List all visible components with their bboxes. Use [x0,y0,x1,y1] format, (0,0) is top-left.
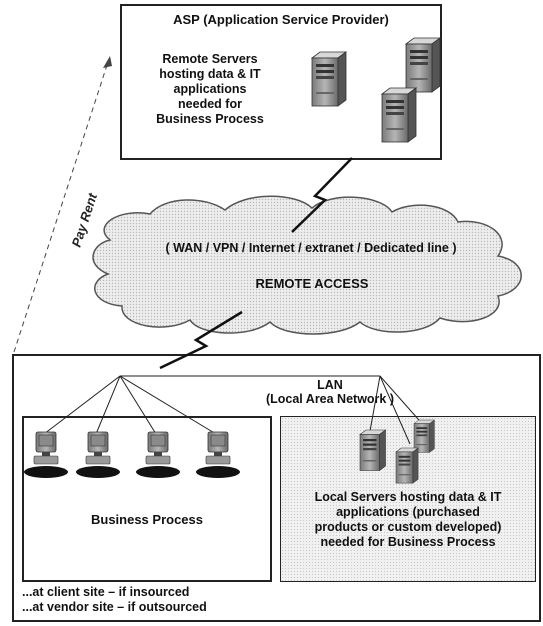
lan-subtitle: (Local Area Network ) [265,392,395,406]
local-servers-description: Local Servers hosting data & IT applicat… [314,490,502,549]
local-server-icon [413,419,435,453]
pay-rent-arrow-line [13,61,109,353]
remote-access-label: REMOTE ACCESS [256,276,369,291]
lan-link-lightning [159,310,243,370]
asp-title: ASP (Application Service Provider) [173,12,389,27]
computer-icon [23,431,69,479]
local-server-icon [359,429,386,471]
asp-link-lightning [291,157,353,233]
network-cloud [92,195,522,335]
local-servers-box [280,416,536,582]
business-process-box [22,416,272,582]
network-types-label: ( WAN / VPN / Internet / extranet / Dedi… [165,241,456,255]
pay-rent-arrowhead [103,56,112,68]
asp-server-icon [381,87,417,143]
local-server-icon [395,447,419,484]
asp-server-icon [405,37,441,93]
pay-rent-label: Pay Rent [69,191,101,249]
asp-description: Remote Servers hosting data & IT applica… [156,52,264,126]
site-notes: ...at client site – if insourced ...at v… [22,585,207,614]
computer-icon [75,431,121,479]
lan-title: LAN [317,378,343,392]
asp-server-icon [311,51,347,107]
computer-icon [195,431,241,479]
asp-box [120,4,442,160]
computer-icon [135,431,181,479]
business-process-label: Business Process [90,512,203,527]
